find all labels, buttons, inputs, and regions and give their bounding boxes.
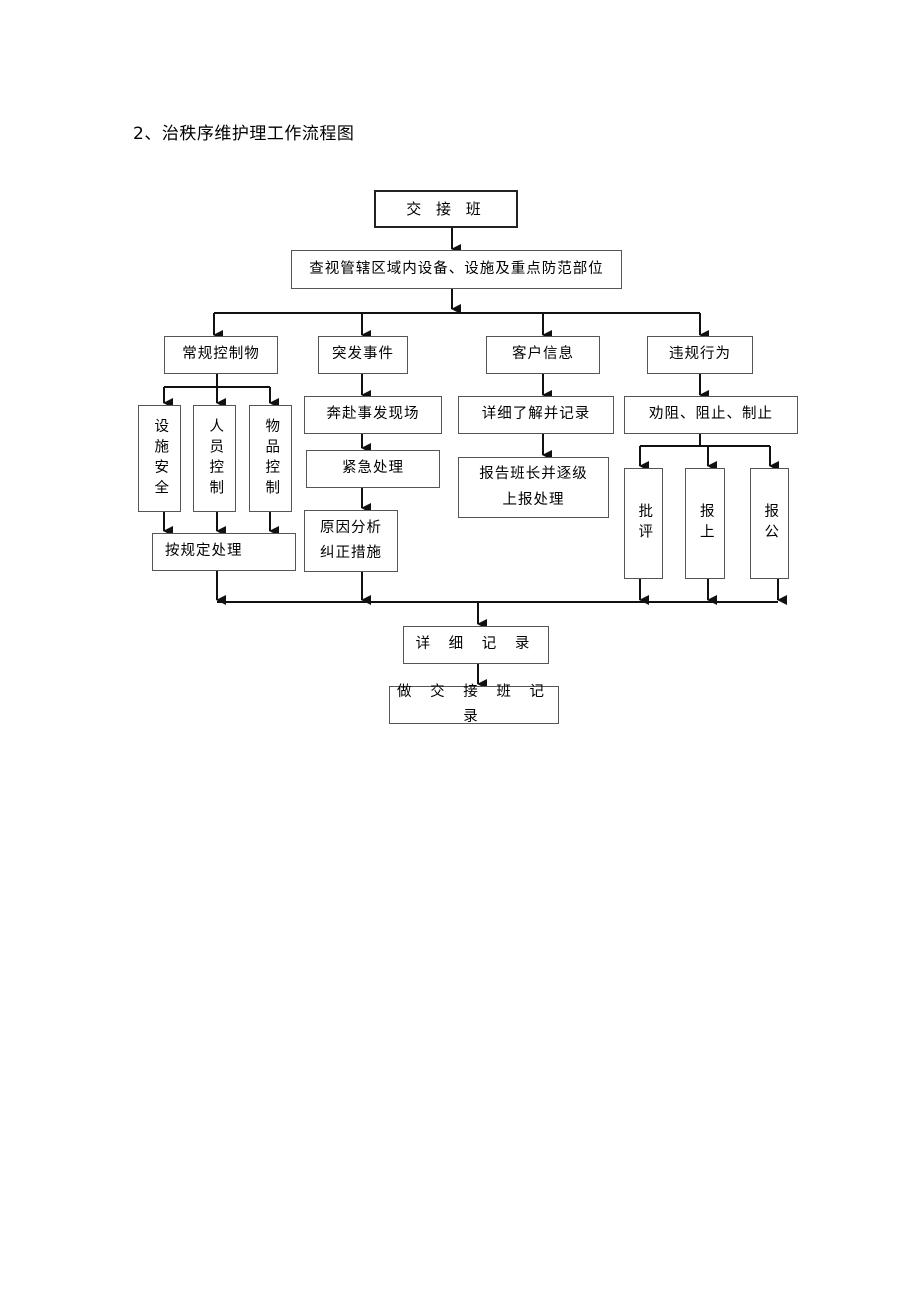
violation-node: 违规行为 (647, 336, 753, 374)
customer-info-node: 客户信息 (486, 336, 600, 374)
patrol-area-node: 查视管辖区域内设备、设施及重点防范部位 (291, 250, 622, 289)
emergency-event-node: 突发事件 (318, 336, 408, 374)
facility-safety-node: 设施安全 (138, 405, 181, 512)
handle-by-rules-node: 按规定处理 (152, 533, 296, 571)
dissuade-stop-node: 劝阻、阻止、制止 (624, 396, 798, 434)
cause-analysis-node: 原因分析 纠正措施 (304, 510, 398, 572)
understand-record-node: 详细了解并记录 (458, 396, 614, 434)
report-up-node: 报上 (685, 468, 725, 579)
shift-handover-node: 交 接 班 (374, 190, 518, 228)
report-public-node: 报公 (750, 468, 789, 579)
criticize-node: 批评 (624, 468, 663, 579)
emergency-handling-node: 紧急处理 (306, 450, 440, 488)
personnel-control-node: 人员控制 (193, 405, 236, 512)
goods-control-node: 物品控制 (249, 405, 292, 512)
handover-record-node: 做 交 接 班 记 录 (389, 684, 559, 725)
routine-control-node: 常规控制物 (164, 336, 278, 374)
rush-to-scene-node: 奔赴事发现场 (304, 396, 442, 434)
detailed-record-node: 详 细 记 录 (403, 626, 549, 664)
page-heading: 2、治秩序维护理工作流程图 (133, 124, 355, 144)
report-leader-node: 报告班长并逐级 上报处理 (458, 457, 609, 518)
